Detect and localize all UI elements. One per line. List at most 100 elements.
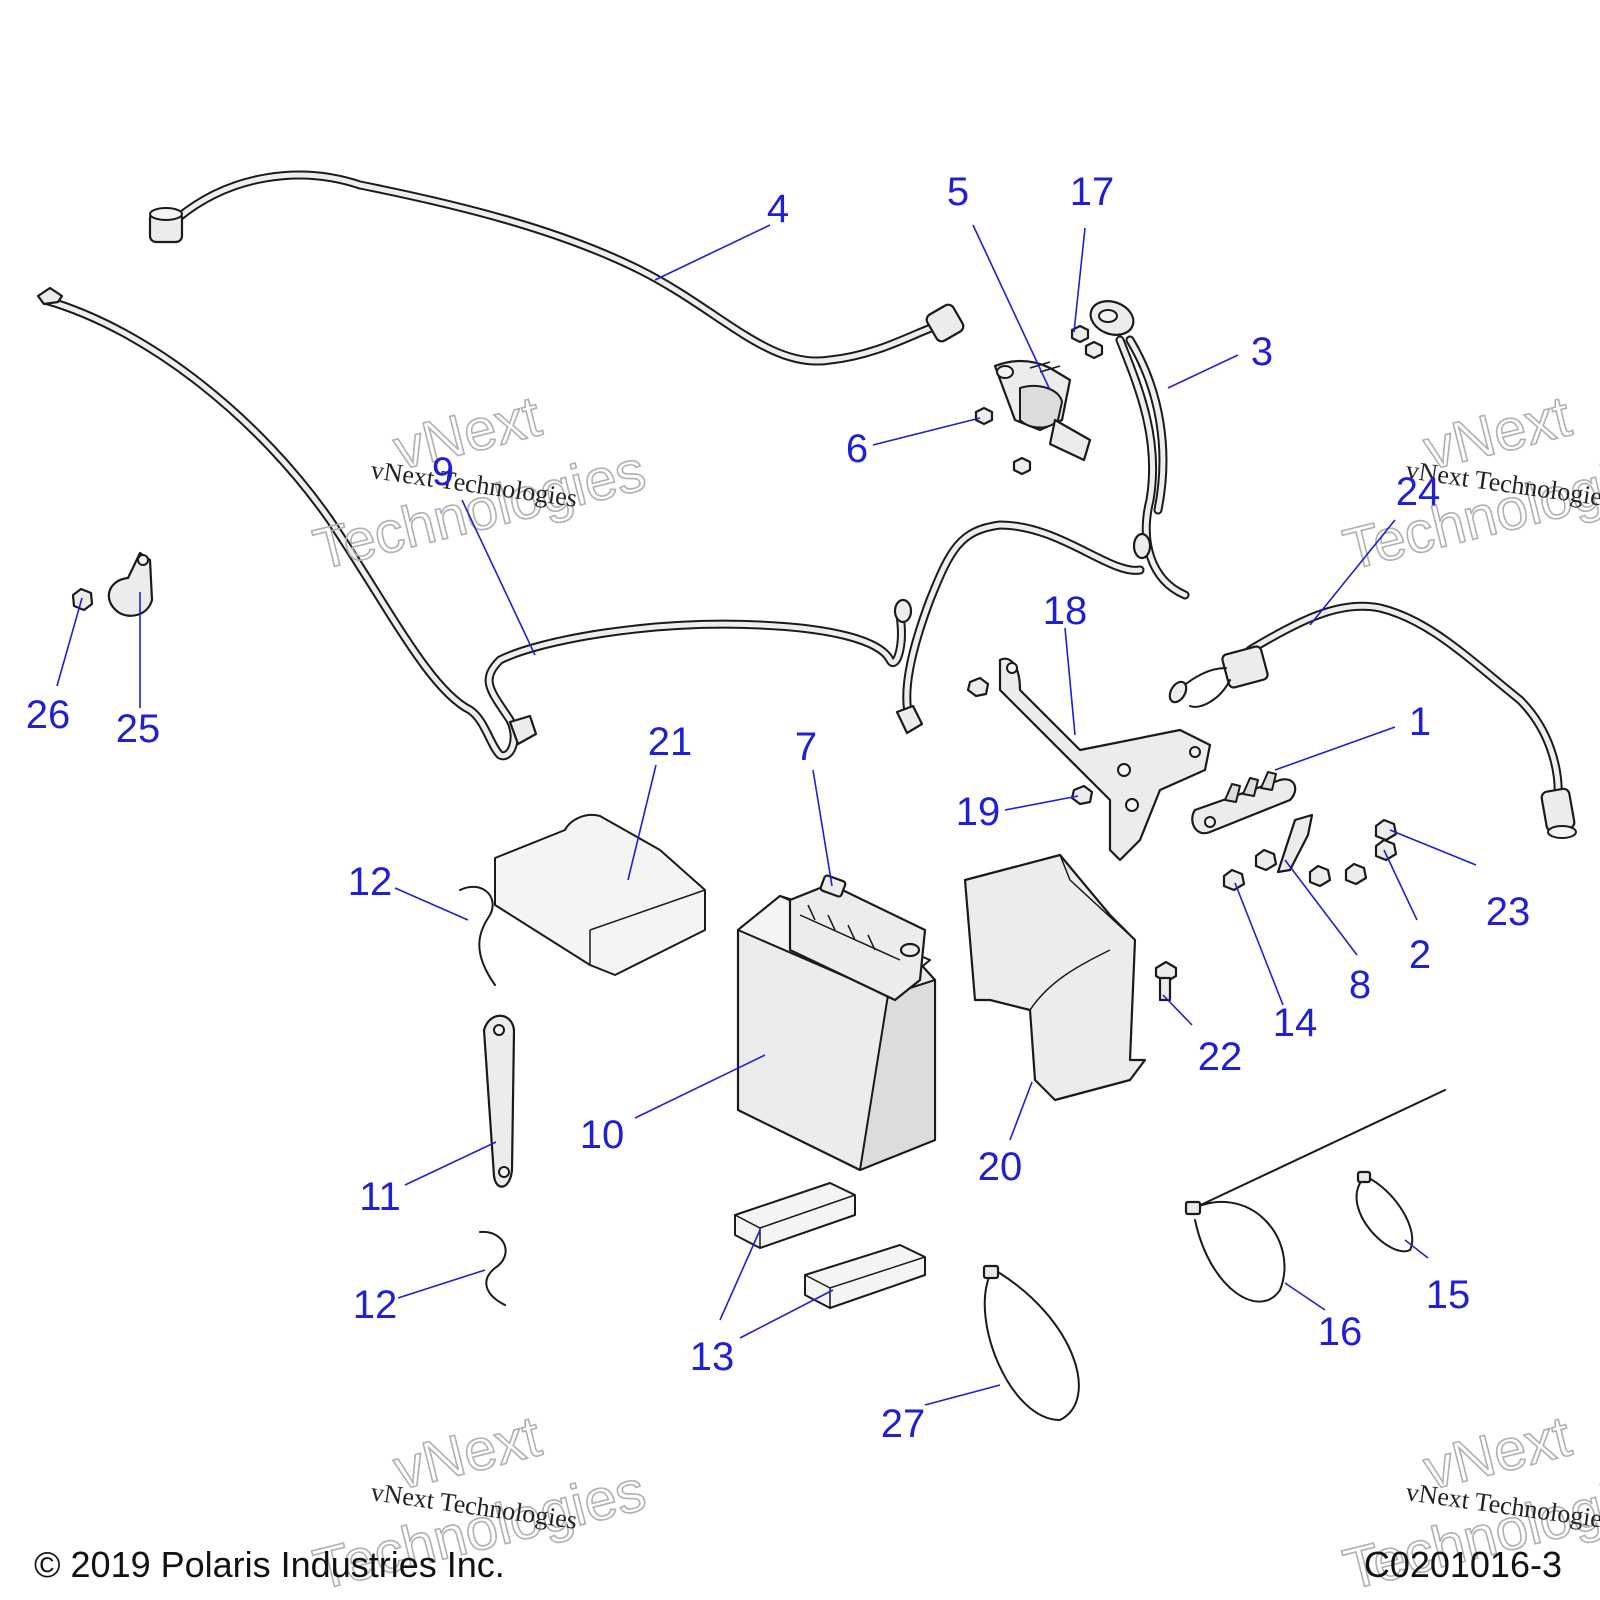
leader-line-12b [397,1269,486,1299]
leader-line-4 [654,224,771,281]
leader-line-2 [1383,849,1418,921]
leader-line-10 [634,1054,766,1119]
part-3-cable [1089,300,1190,600]
callout-8: 8 [1349,963,1371,1007]
callout-7: 7 [795,725,817,769]
leader-line-13b [739,1289,834,1339]
callout-17: 17 [1070,170,1115,214]
callout-22: 22 [1198,1035,1243,1079]
callout-4: 4 [767,187,789,231]
ring-terminal [893,598,913,624]
part-19-screw [966,676,1094,806]
leader-line-12a [394,887,469,921]
callout-20: 20 [978,1145,1023,1189]
callout-25: 25 [116,707,161,751]
watermark-top-right: vNext Technologies vNext Technologies [1337,383,1600,584]
cable-clip [508,714,538,746]
callout-2: 2 [1409,933,1431,977]
part-12-clip-lower [479,1230,507,1306]
part-6-nut [974,406,1032,476]
ring-terminal [1132,532,1152,560]
watermark-top-left: vNext Technologies vNext Technologies [307,383,653,584]
part-13-pads [734,1182,926,1309]
callout-5: 5 [947,170,969,214]
cable-terminal-boot [925,303,965,343]
part-22-bolt [1154,960,1178,1002]
callout-1: 1 [1409,700,1431,744]
part-20-battery-box [963,853,1147,1102]
leader-line-22 [1162,994,1193,1026]
leader-line-17 [1073,227,1086,333]
part-16-cable-tie [1184,1089,1446,1303]
part-screws [1308,862,1368,888]
cable-terminal-cap [149,207,183,221]
part-21-cover-pad [494,814,706,976]
ring-terminal [1168,680,1188,704]
part-15-cable-tie [1355,1170,1414,1253]
drawing-code: C0201016-3 [1363,1544,1562,1585]
harness-connector [1221,645,1269,689]
part-7-terminal [819,874,921,958]
leader-line-14 [1234,882,1284,1006]
leader-line-24 [1309,519,1396,626]
callout-24: 24 [1396,470,1441,514]
callout-9: 9 [432,450,454,494]
part-26-nut [71,587,94,612]
leader-line-26 [56,597,83,687]
leader-line-9 [461,499,536,656]
ring-terminal-hole [1098,309,1118,323]
leader-line-23 [1389,829,1477,866]
callout-numbers: 1 2 3 4 5 6 7 8 9 10 11 12 12 13 14 15 1… [26,170,1531,1446]
part-10-battery [736,882,937,1172]
callout-10: 10 [580,1113,625,1157]
part-17-nut [1070,324,1104,360]
callout-14: 14 [1273,1001,1318,1045]
leader-lines [56,224,1477,1406]
leader-line-1 [1274,726,1396,771]
leader-line-5 [972,224,1051,391]
callout-11: 11 [359,1175,401,1219]
leader-line-3 [1167,354,1239,389]
callout-12a: 12 [348,860,393,904]
callout-3: 3 [1251,330,1273,374]
part-23-screw [1374,818,1398,842]
leader-line-7 [812,769,833,887]
callout-26: 26 [26,693,71,737]
leader-line-19 [1004,795,1079,811]
callout-12b: 12 [353,1283,398,1327]
part-25-clamp [107,551,154,617]
part-14-screw [1222,848,1278,892]
part-24-harness [1168,601,1577,839]
leader-line-21 [627,764,657,881]
callout-21: 21 [648,720,693,764]
part-3-ground-cable-run [895,520,1145,735]
callout-6: 6 [846,427,868,471]
leader-line-16 [1284,1282,1326,1311]
callout-18: 18 [1043,589,1088,633]
part-1-terminal-block [1191,771,1297,835]
leader-line-18 [1064,627,1076,736]
callout-19: 19 [956,790,1001,834]
part-12-clip-upper [459,885,496,986]
copyright-notice: © 2019 Polaris Industries Inc. [34,1544,505,1585]
mount-hole [996,365,1014,379]
part-9-battery-cable [36,286,913,761]
part-5-solenoid [993,359,1092,462]
callout-27: 27 [881,1402,926,1446]
leader-line-27 [924,1384,1001,1406]
part-27-cable-tie [982,1264,1080,1421]
leader-line-11 [404,1141,497,1186]
leader-line-6 [872,417,981,446]
leader-line-20 [1009,1081,1033,1141]
leader-line-13a [719,1229,761,1321]
part-18-bracket [998,657,1212,862]
callout-13: 13 [690,1335,735,1379]
ring-terminal [36,286,64,306]
part-11-hold-down-rod [482,1014,516,1188]
part-8-strap [1276,813,1314,874]
part-2-nut [1374,838,1398,862]
leader-line-8 [1284,859,1358,956]
ring-terminal [895,704,924,735]
